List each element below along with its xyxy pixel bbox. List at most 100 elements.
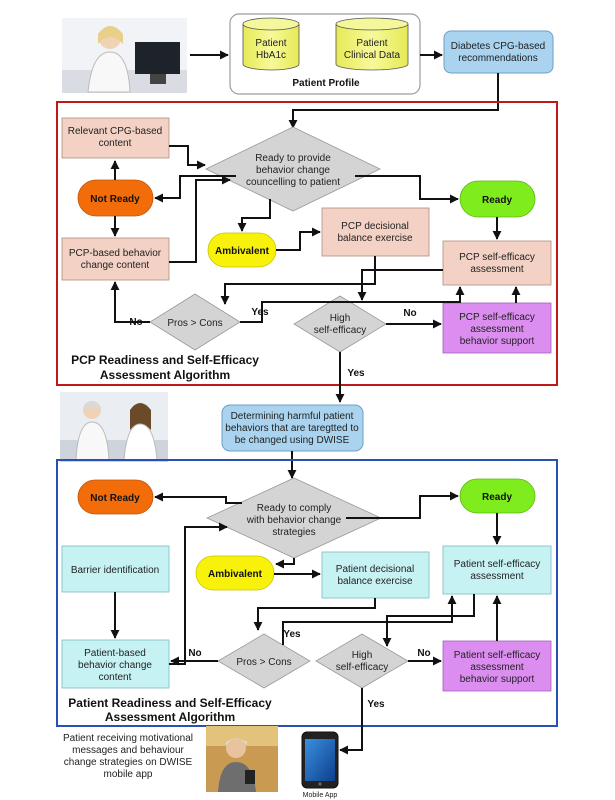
patient-behavior-content-box: Patient-based behavior change content bbox=[61, 639, 170, 689]
patient-ready-label-2: with behavior change bbox=[246, 515, 342, 526]
patient-section-title-1: Patient Readiness and Self-Efficacy bbox=[68, 696, 272, 710]
patient-decisional-label-1: Patient decisional bbox=[336, 564, 414, 575]
clinical-label-1: Patient bbox=[356, 38, 387, 49]
patient-not-ready-node: Not Ready bbox=[77, 479, 154, 515]
doctor-patient-image bbox=[60, 392, 168, 462]
pcp-ready-label: Ready bbox=[482, 195, 512, 206]
edge-relevant-to-diamond bbox=[169, 145, 206, 170]
pcp-no-label-2: No bbox=[403, 308, 416, 319]
pcp-ready-label-3: councelling to patient bbox=[246, 177, 340, 188]
pcp-ambivalent-label: Ambivalent bbox=[215, 246, 270, 257]
patient-ready-diamond: Ready to comply with behavior change str… bbox=[206, 477, 382, 559]
patient-behavior-content-label-1: Patient-based bbox=[84, 648, 146, 659]
patient-self-efficacy-label-2: assessment bbox=[470, 571, 524, 582]
patient-ready-label-3: strategies bbox=[272, 527, 315, 538]
edge-self-efficacy-to-highse bbox=[357, 269, 443, 301]
pcp-ready-label-2: behavior change bbox=[256, 165, 330, 176]
recommendations-label-1: Diabetes CPG-based bbox=[451, 41, 546, 52]
edge-pdecisional-to-proscons bbox=[253, 598, 376, 631]
caption-line-4: mobile app bbox=[104, 769, 153, 780]
patient-yes-label-2: Yes bbox=[367, 699, 385, 710]
pcp-yes-label-1: Yes bbox=[251, 307, 269, 318]
recommendations-label-2: recommendations bbox=[458, 53, 537, 64]
edge-diamond-to-ready bbox=[355, 175, 459, 204]
patient-profile-title: Patient Profile bbox=[292, 78, 360, 89]
edge-diamond-to-notready bbox=[154, 175, 236, 203]
pcp-not-ready-label: Not Ready bbox=[90, 194, 140, 205]
pcp-ambivalent-node: Ambivalent bbox=[207, 232, 277, 268]
pcp-not-ready-node: Not Ready bbox=[77, 179, 154, 217]
patient-clinical-data-database: Patient Clinical Data bbox=[335, 17, 409, 71]
pcp-yes-label-2: Yes bbox=[347, 368, 365, 379]
pcp-section-title-2: Assessment Algorithm bbox=[100, 368, 230, 382]
harmful-behaviors-box: Determining harmful patient behaviors th… bbox=[221, 404, 364, 452]
pcp-decisional-label-1: PCP decisional bbox=[341, 221, 409, 232]
edge-recommendations-to-pcp bbox=[288, 73, 499, 129]
pcp-behavior-content-box: PCP-based behavior change content bbox=[61, 237, 170, 281]
pcp-self-efficacy-label-1: PCP self-efficacy bbox=[459, 252, 535, 263]
patient-decisional-label-2: balance exercise bbox=[337, 576, 412, 587]
patient-not-ready-label: Not Ready bbox=[90, 493, 140, 504]
pcp-relevant-content-box: Relevant CPG-based content bbox=[61, 117, 170, 159]
patient-behavior-content-label-3: content bbox=[99, 672, 132, 683]
pcp-behavior-content-label-2: change content bbox=[81, 260, 150, 271]
pcp-ready-node: Ready bbox=[459, 180, 536, 218]
relevant-content-label-2: content bbox=[99, 138, 132, 149]
patient-yes-label-1: Yes bbox=[283, 629, 301, 640]
patient-support-label-3: behavior support bbox=[460, 674, 535, 685]
patient-decisional-box: Patient decisional balance exercise bbox=[321, 551, 430, 599]
patient-self-efficacy-label-1: Patient self-efficacy bbox=[454, 559, 541, 570]
patient-ambivalent-node: Ambivalent bbox=[195, 555, 275, 591]
pcp-decisional-box: PCP decisional balance exercise bbox=[321, 207, 430, 257]
pcp-support-box: PCP self-efficacy assessment behavior su… bbox=[442, 302, 552, 354]
patient-high-se-label-2: self-efficacy bbox=[336, 662, 389, 673]
pcp-support-label-3: behavior support bbox=[460, 336, 535, 347]
patient-pros-cons-diamond: Pros > Cons bbox=[217, 633, 311, 689]
patient-hba1c-database: Patient HbA1c bbox=[242, 17, 300, 71]
pcp-high-se-label-1: High bbox=[330, 313, 351, 324]
hba1c-label-2: HbA1c bbox=[256, 50, 286, 61]
pcp-decisional-label-2: balance exercise bbox=[337, 233, 412, 244]
patient-support-label-2: assessment bbox=[470, 662, 524, 673]
pcp-section-frame bbox=[56, 101, 558, 386]
edge-pbehavior-to-diamond bbox=[169, 522, 228, 665]
pcp-behavior-content-label-1: PCP-based behavior bbox=[69, 248, 162, 259]
caption-line-3: change strategies on DWISE bbox=[64, 757, 193, 768]
patient-support-box: Patient self-efficacy assessment behavio… bbox=[442, 640, 552, 692]
pcp-self-efficacy-box: PCP self-efficacy assessment bbox=[442, 240, 552, 286]
patient-ready-node: Ready bbox=[459, 478, 536, 514]
caption-line-1: Patient receiving motivational bbox=[63, 733, 193, 744]
patient-high-se-diamond: High self-efficacy bbox=[315, 633, 409, 689]
patient-mobile-image bbox=[206, 726, 278, 792]
edge-ambivalent-to-decisional bbox=[276, 227, 321, 251]
pcp-high-se-diamond: High self-efficacy bbox=[293, 295, 387, 353]
edge-diamond-to-ambivalent bbox=[237, 199, 271, 232]
hba1c-label-1: Patient bbox=[255, 38, 286, 49]
patient-pros-cons-label: Pros > Cons bbox=[236, 657, 291, 668]
edge-pdiamond-to-ready bbox=[346, 491, 459, 519]
pcp-pros-cons-label: Pros > Cons bbox=[167, 318, 222, 329]
patient-support-label-1: Patient self-efficacy bbox=[454, 650, 541, 661]
pcp-pros-cons-diamond: Pros > Cons bbox=[149, 293, 241, 351]
caption-line-2: messages and behaviour bbox=[72, 745, 184, 756]
clinical-label-2: Clinical Data bbox=[344, 50, 401, 61]
edge-pproscons-yes-to-self-efficacy bbox=[282, 595, 457, 645]
pcp-section-title-1: PCP Readiness and Self-Efficacy bbox=[71, 353, 259, 367]
patient-barrier-label: Barrier identification bbox=[71, 565, 159, 576]
patient-high-se-label-1: High bbox=[352, 650, 373, 661]
patient-section-title-2: Assessment Algorithm bbox=[105, 710, 235, 724]
edge-proscons-yes-to-self-efficacy bbox=[240, 286, 465, 323]
pcp-ready-diamond: Ready to provide behavior change councel… bbox=[205, 126, 381, 212]
patient-ambivalent-label: Ambivalent bbox=[208, 569, 263, 580]
relevant-content-label-1: Relevant CPG-based bbox=[68, 126, 163, 137]
patient-self-efficacy-box: Patient self-efficacy assessment bbox=[442, 545, 552, 595]
pcp-support-label-1: PCP self-efficacy bbox=[459, 312, 535, 323]
patient-barrier-box: Barrier identification bbox=[61, 545, 170, 593]
harmful-label-3: be changed using DWISE bbox=[235, 435, 350, 446]
pcp-ready-label-1: Ready to provide bbox=[255, 153, 331, 164]
patient-no-label-2: No bbox=[417, 648, 430, 659]
patient-section-frame bbox=[56, 459, 558, 727]
smartphone-icon bbox=[301, 731, 339, 789]
edge-phighse-yes-to-mobile bbox=[339, 688, 363, 755]
harmful-label-1: Determining harmful patient bbox=[231, 411, 354, 422]
